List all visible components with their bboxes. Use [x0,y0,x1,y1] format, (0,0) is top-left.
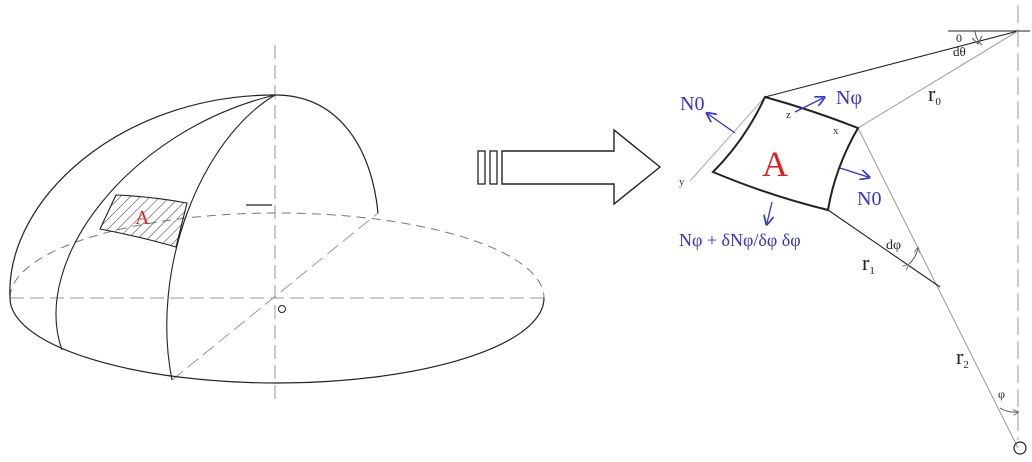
dome-origin-point [278,305,286,313]
arrow-bar-2 [489,150,498,185]
dome-meridian-2 [166,94,276,381]
force-n-phi-top-arrow [794,98,823,113]
force-n-theta-left-label: N0 [680,93,704,115]
base-ellipse-front [9,297,545,384]
element-figure: A y x z N0 Nφ N0 Nφ + δNφ/δφ δφ r0 r1 r2… [679,5,1030,455]
arrow-body [501,128,662,206]
radius-r0-line-lower [857,30,1019,129]
force-n-phi-top-label: Nφ [836,87,862,109]
radius-r0-label: r0 [928,81,941,108]
radius-r1-line [827,209,941,288]
axis-x-label: x [833,125,839,137]
angle-dtheta-arrow [971,35,983,45]
angle-phi-arc [999,407,1018,412]
transition-arrow [477,128,662,206]
force-n-theta-right-label: N0 [857,188,881,210]
dome-diagonal-axis [171,212,379,381]
element-patch-label: A [762,144,788,184]
angle-dtheta-label: dθ [953,44,966,59]
angle-dphi-label: dφ [886,238,901,253]
force-n-theta-left-arrow [708,114,736,134]
force-n-phi-bottom-arrow [767,201,772,223]
element-origin-point [1013,441,1027,455]
dome-patch-label: A [135,207,150,229]
dome-meridian-1 [55,94,276,351]
radius-r2-label: r2 [956,344,969,371]
element-patch [711,95,860,212]
force-n-theta-right-arrow [839,167,868,177]
arrow-bar-1 [477,150,486,185]
radius-r2-line [857,127,1019,449]
dome-patch [99,194,188,248]
dome-silhouette [9,94,379,299]
force-n-phi-bottom-label: Nφ + δNφ/δφ δφ [679,230,801,250]
dome-figure: A [9,45,545,400]
axis-y-label: y [679,176,685,188]
angle-dtheta-arc [974,30,983,46]
y-axis-line [689,96,766,182]
angle-dphi-arc [908,248,918,265]
angle-phi-label: φ [998,387,1005,401]
angle-theta-label: 0 [956,31,962,45]
radius-r1-label: r1 [862,250,875,277]
axis-z-label: z [786,109,791,121]
base-ellipse-back [9,212,545,299]
